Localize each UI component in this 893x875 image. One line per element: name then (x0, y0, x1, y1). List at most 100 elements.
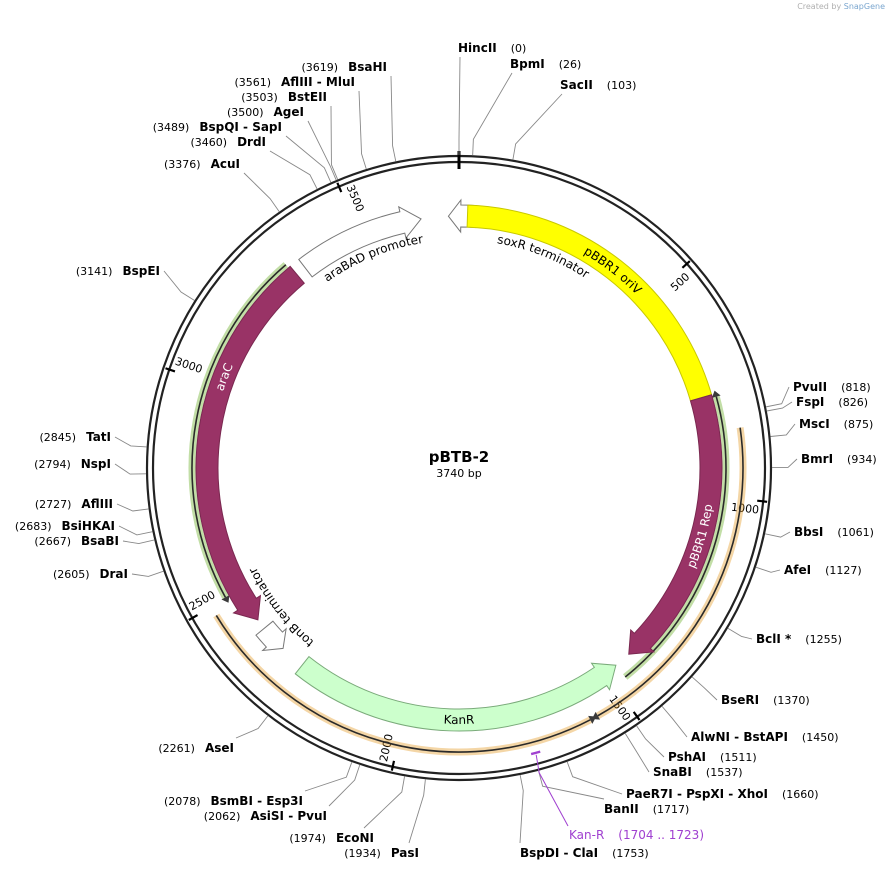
site-bsmbi-esp3i[interactable]: (2078)BsmBI - Esp3I (164, 761, 353, 808)
feature-arrow[interactable] (195, 265, 305, 621)
site-bbsi[interactable]: BbsI(1061) (764, 525, 874, 539)
site-drdi[interactable]: (3460)DrdI (190, 135, 318, 190)
site-label[interactable]: (3376)AcuI (164, 157, 240, 171)
feature-label: KanR (443, 713, 474, 727)
site-label[interactable]: (2727)AflIII (35, 497, 113, 511)
site-alwni-bstapi[interactable]: AlwNI - BstAPI(1450) (661, 705, 839, 744)
site-asei[interactable]: (2261)AseI (158, 715, 269, 755)
site-label[interactable]: (2078)BsmBI - Esp3I (164, 794, 303, 808)
primer-range: (1704 .. 1723) (618, 828, 704, 842)
site-label[interactable]: (3489)BspQI - SapI (153, 120, 282, 134)
site-label[interactable]: (1974)EcoNI (289, 831, 374, 845)
feature-arrow[interactable] (255, 620, 287, 652)
feature-arac[interactable]: araC (195, 265, 305, 621)
site-bsahi[interactable]: (3619)BsaHI (302, 60, 397, 162)
site-leader-line (235, 715, 269, 739)
primer-binding[interactable]: Kan-R (1704 .. 1723) (530, 750, 704, 842)
site-bpmi[interactable]: BpmI(26) (472, 57, 582, 156)
site-position: (3619) (302, 61, 339, 74)
site-leader-line (766, 401, 793, 412)
site-msci[interactable]: MscI(875) (770, 417, 873, 437)
site-label[interactable]: (2794)NspI (34, 457, 111, 471)
site-label[interactable]: AfeI(1127) (784, 563, 862, 577)
site-label[interactable]: BmrI(934) (801, 452, 877, 466)
site-bspqi-sapi[interactable]: (3489)BspQI - SapI (153, 120, 332, 183)
site-label[interactable]: (3503)BstEII (241, 90, 327, 104)
site-label[interactable]: (2667)BsaBI (34, 534, 119, 548)
site-label[interactable]: PshAI(1511) (668, 750, 757, 764)
site-label[interactable]: SnaBI(1537) (653, 765, 742, 779)
site-leader-line (661, 705, 688, 738)
site-bspei[interactable]: (3141)BspEI (76, 264, 195, 301)
site-label[interactable]: BspDI - ClaI(1753) (520, 846, 649, 860)
site-label[interactable]: BseRI(1370) (721, 693, 810, 707)
site-bspdi-clai[interactable]: BspDI - ClaI(1753) (519, 774, 649, 860)
site-bcli[interactable]: BclI *(1255) (727, 627, 842, 646)
feature-pbbr1-rep[interactable]: pBBR1 Rep (628, 394, 723, 657)
site-leader-line (114, 463, 147, 475)
site-label[interactable]: PaeR7I - PspXI - XhoI(1660) (626, 787, 819, 801)
site-label[interactable]: BclI *(1255) (756, 632, 842, 646)
site-fspi[interactable]: FspI(826) (766, 395, 868, 412)
primer-name: Kan-R (569, 828, 604, 842)
site-name: BspQI - SapI (199, 120, 282, 134)
site-label[interactable]: SacII(103) (560, 78, 636, 92)
site-label[interactable]: FspI(826) (796, 395, 868, 409)
site-banii[interactable]: BanII(1717) (538, 770, 690, 816)
site-label[interactable]: HincII(0) (458, 41, 526, 55)
site-bsteii[interactable]: (3503)BstEII (241, 90, 339, 180)
site-label[interactable]: (3561)AflIII - MluI (234, 75, 355, 89)
primer-arrow[interactable] (530, 750, 541, 756)
feature-kanr[interactable]: KanR (294, 655, 618, 732)
site-label[interactable]: (2261)AseI (158, 741, 234, 755)
site-label[interactable]: (3141)BspEI (76, 264, 160, 278)
site-label[interactable]: (2845)TatI (39, 430, 111, 444)
tick-mark (165, 367, 176, 373)
site-label[interactable]: PvuII(818) (793, 380, 871, 394)
site-snabi[interactable]: SnaBI(1537) (624, 733, 742, 779)
site-econi[interactable]: (1974)EcoNI (289, 776, 406, 845)
site-nspi[interactable]: (2794)NspI (34, 457, 147, 475)
site-position: (1450) (802, 731, 839, 744)
site-label[interactable]: (3460)DrdI (190, 135, 266, 149)
site-label[interactable]: AlwNI - BstAPI(1450) (691, 730, 838, 744)
primer-label[interactable]: Kan-R (1704 .. 1723) (569, 828, 704, 842)
site-sacii[interactable]: SacII(103) (512, 78, 636, 160)
site-label[interactable]: BpmI(26) (510, 57, 581, 71)
site-pshai[interactable]: PshAI(1511) (636, 725, 757, 764)
site-label[interactable]: (2605)DraI (53, 567, 128, 581)
site-pvuii[interactable]: PvuII(818) (765, 380, 871, 408)
restriction-sites[interactable]: HincII(0) BpmI(26) SacII(103) PvuII(818)Fsp… (15, 41, 877, 860)
feature-arrow[interactable] (298, 205, 422, 278)
feature-arrow[interactable] (294, 655, 617, 732)
feature-arrow[interactable] (628, 394, 723, 655)
site-label[interactable]: MscI(875) (799, 417, 873, 431)
site-label[interactable]: (1934)PasI (344, 846, 419, 860)
site-drai[interactable]: (2605)DraI (53, 567, 164, 581)
site-label[interactable]: (2062)AsiSI - PvuI (204, 809, 327, 823)
site-label[interactable]: BbsI(1061) (794, 525, 874, 539)
site-label[interactable]: BanII(1717) (604, 802, 689, 816)
site-pasi[interactable]: (1934)PasI (344, 779, 426, 860)
feature-arabad[interactable]: araBAD promoter (298, 205, 425, 285)
site-bseri[interactable]: BseRI(1370) (691, 676, 810, 707)
site-afliii[interactable]: (2727)AflIII (35, 497, 149, 512)
tick-label: 3500 (344, 183, 367, 214)
site-asisi-pvui[interactable]: (2062)AsiSI - PvuI (204, 764, 361, 823)
site-agei[interactable]: (3500)AgeI (227, 105, 337, 181)
site-name: BclI * (756, 632, 792, 646)
site-tati[interactable]: (2845)TatI (39, 430, 147, 448)
site-bsihkai[interactable]: (2683)BsiHKAI (15, 519, 153, 536)
site-afliii-mlui[interactable]: (3561)AflIII - MluI (234, 75, 367, 170)
site-bsabi[interactable]: (2667)BsaBI (34, 534, 155, 548)
site-label[interactable]: (3619)BsaHI (302, 60, 387, 74)
site-leader-line (472, 72, 513, 156)
site-acui[interactable]: (3376)AcuI (164, 157, 280, 212)
site-label[interactable]: (3500)AgeI (227, 105, 304, 119)
site-label[interactable]: (2683)BsiHKAI (15, 519, 115, 533)
orf-orf-green-right (623, 390, 730, 680)
site-paer7i-pspxi-xhoi[interactable]: PaeR7I - PspXI - XhoI(1660) (566, 761, 819, 801)
site-bmri[interactable]: BmrI(934) (771, 452, 877, 468)
site-afei[interactable]: AfeI(1127) (755, 563, 862, 577)
site-hincii[interactable]: HincII(0) (458, 41, 526, 155)
